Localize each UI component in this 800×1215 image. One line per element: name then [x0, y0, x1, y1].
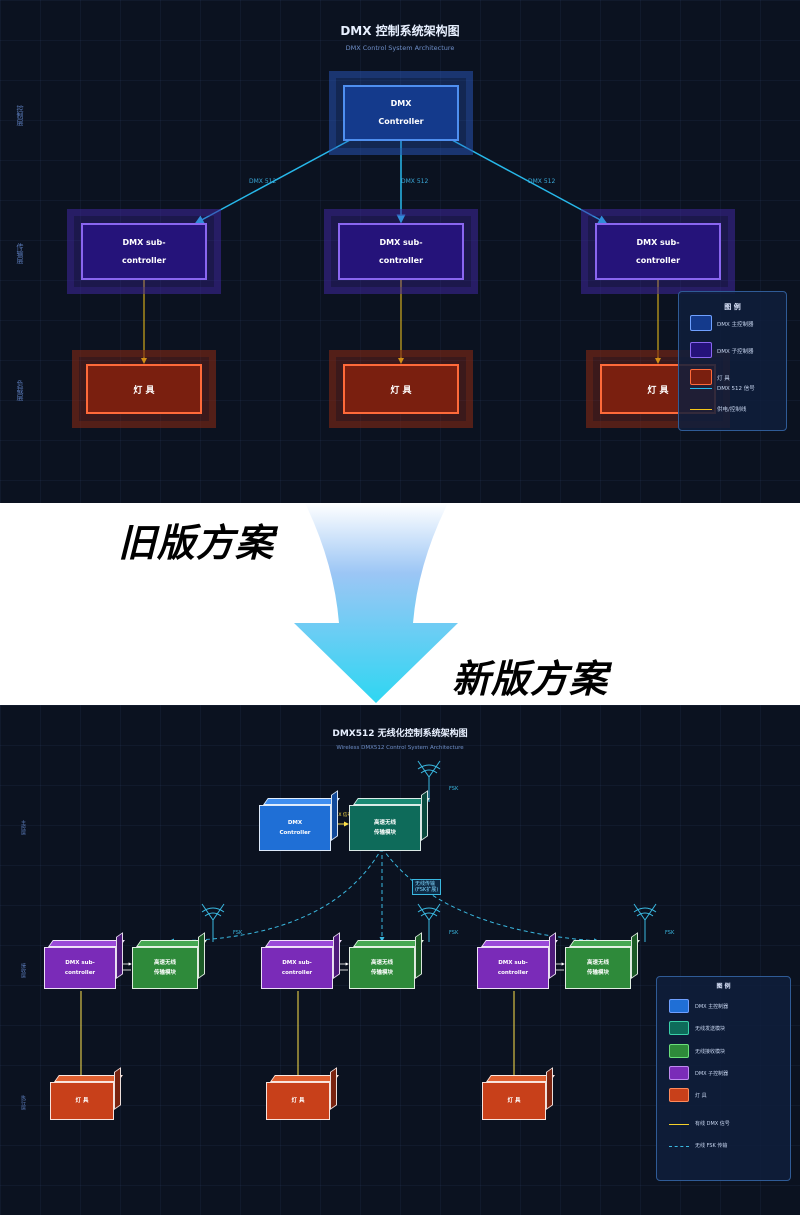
new-rx-module-1-label: 高速无线 传输模块 — [132, 947, 198, 989]
old-dmx-controller: DMX Controller — [343, 85, 459, 141]
new-antenna-rx-1-icon — [201, 903, 225, 942]
new-legend-item-wireless: 无线 FSK 传输 — [695, 1143, 728, 1149]
new-legend-item-tx: 无线发送模块 — [695, 1026, 726, 1032]
new-legend-swatch-controller — [669, 999, 689, 1013]
new-connection-lines — [78, 760, 657, 1083]
old-legend-line-signal — [690, 388, 712, 389]
new-rx-module-3-label: 高速无线 传输模块 — [565, 947, 631, 989]
new-diagram-subtitle: Wireless DMX512 Control System Architect… — [336, 745, 464, 751]
old-legend-item-sub: DMX 子控制器 — [717, 349, 754, 355]
new-legend-line-wired — [669, 1124, 689, 1125]
old-legend-title: 图 例 — [724, 303, 741, 311]
new-diagram-title: DMX512 无线化控制系统架构图 — [332, 729, 468, 739]
new-lamp-1-label: 灯 具 — [50, 1082, 114, 1120]
new-controller-label: DMX Controller — [259, 805, 331, 851]
old-signal-label-left: DMX 512 — [249, 178, 277, 185]
old-sub-controller-2: DMX sub- controller — [338, 223, 464, 280]
old-connection-lines — [141, 139, 661, 364]
new-wireless-link-right — [381, 847, 599, 944]
new-legend-item-wired: 有线 DMX 信号 — [695, 1121, 730, 1127]
old-signal-label-center: DMX 512 — [401, 178, 429, 185]
old-lamp-1: 灯 具 — [86, 364, 202, 414]
old-legend-item-power: 供电/控制线 — [717, 407, 747, 413]
new-dmx-signal-label: DMX 信号 — [331, 813, 352, 818]
old-signal-line-right — [451, 139, 608, 224]
old-layer-label-load: 负载层 — [16, 380, 24, 401]
new-antenna-rx-3-icon — [633, 903, 657, 942]
old-signal-label-right: DMX 512 — [528, 178, 556, 185]
old-layer-label-transmission: 传输层 — [16, 243, 24, 264]
new-sub-controller-1-label: DMX sub- controller — [44, 947, 116, 989]
new-antenna-label-rx-2: FSK — [449, 930, 459, 936]
new-lamp-3-label: 灯 具 — [482, 1082, 546, 1120]
new-sub-controller-3-label: DMX sub- controller — [477, 947, 549, 989]
old-sub-controller-1: DMX sub- controller — [81, 223, 207, 280]
new-layer-label-receive: 接收层 — [20, 963, 26, 978]
new-legend-swatch-sub — [669, 1066, 689, 1080]
new-lamp-2-label: 灯 具 — [266, 1082, 330, 1120]
new-antenna-rx-2-icon — [417, 903, 441, 942]
old-legend-swatch-controller — [690, 315, 712, 331]
old-legend-swatch-sub — [690, 342, 712, 358]
new-architecture-panel: DMX512 无线化控制系统架构图 Wireless DMX512 Contro… — [0, 705, 800, 1215]
new-legend-swatch-tx — [669, 1021, 689, 1035]
old-lamp-2: 灯 具 — [343, 364, 459, 414]
new-wireless-label: 无线传输 (FSK扩展) — [412, 879, 442, 895]
old-diagram-title: DMX 控制系统架构图 — [340, 24, 460, 38]
old-legend-item-lamp: 灯 具 — [717, 376, 730, 382]
new-legend-item-controller: DMX 主控制器 — [695, 1004, 729, 1010]
new-legend-swatch-lamp — [669, 1088, 689, 1102]
old-layer-label-control: 控制层 — [16, 105, 24, 126]
new-legend-line-wireless — [669, 1146, 689, 1147]
old-legend-swatch-lamp — [690, 369, 712, 385]
new-layer-label-main: 主控层 — [20, 820, 26, 835]
old-legend-line-power — [690, 409, 712, 410]
old-scheme-label: 旧版方案 — [118, 521, 275, 565]
new-antenna-label-rx-3: FSK — [665, 930, 675, 936]
new-legend-swatch-rx — [669, 1044, 689, 1058]
old-legend: 图 例 DMX 主控制器 DMX 子控制器 灯 具 DMX 512 信号 供电/… — [678, 291, 787, 431]
new-legend-item-rx: 无线接收模块 — [695, 1049, 726, 1055]
new-scheme-label: 新版方案 — [452, 657, 609, 701]
new-antenna-tx-icon — [417, 760, 441, 802]
new-antenna-label-rx-1: FSK — [233, 930, 243, 936]
new-tx-module-label: 高速无线 传输模块 — [349, 805, 421, 851]
old-architecture-panel: DMX 控制系统架构图 DMX Control System Architect… — [0, 0, 800, 503]
new-legend: 图 例 DMX 主控制器 无线发送模块 无线接收模块 DMX 子控制器 灯 具 … — [656, 976, 791, 1181]
new-legend-item-lamp: 灯 具 — [695, 1093, 707, 1099]
new-layer-label-execute: 执行层 — [20, 1095, 26, 1110]
old-diagram-subtitle: DMX Control System Architecture — [345, 44, 455, 52]
old-legend-item-controller: DMX 主控制器 — [717, 322, 754, 328]
new-wireless-link-left — [169, 847, 383, 944]
old-legend-item-signal: DMX 512 信号 — [717, 386, 755, 392]
old-sub-controller-3: DMX sub- controller — [595, 223, 721, 280]
transition-arrow — [294, 503, 458, 703]
new-legend-title: 图 例 — [716, 983, 731, 990]
new-rx-module-2-label: 高速无线 传输模块 — [349, 947, 415, 989]
old-signal-line-left — [194, 139, 351, 224]
new-sub-controller-2-label: DMX sub- controller — [261, 947, 333, 989]
new-legend-item-sub: DMX 子控制器 — [695, 1071, 729, 1077]
new-antenna-label-tx: FSK — [449, 786, 459, 792]
